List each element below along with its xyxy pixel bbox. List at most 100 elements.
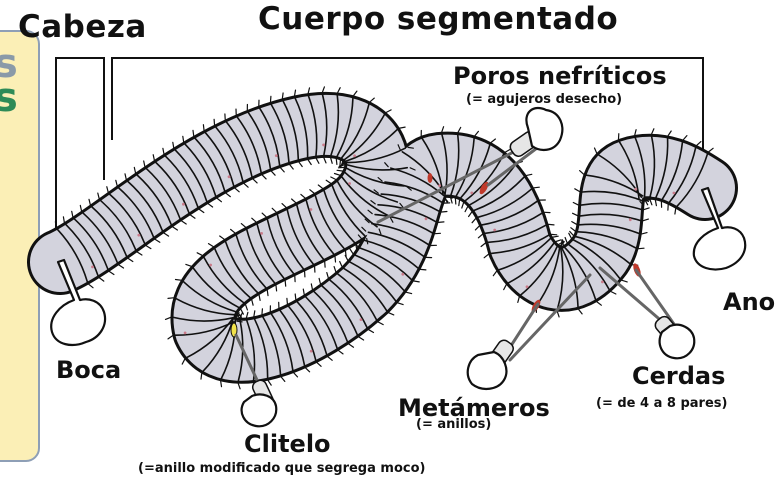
- label-cerdas-note: (= de 4 a 8 pares): [596, 396, 728, 411]
- metamere-ring: [127, 180, 164, 232]
- bristle: [309, 189, 315, 194]
- metamere-ring: [224, 240, 259, 294]
- bristle: [674, 208, 677, 215]
- metamere-ring: [202, 318, 234, 372]
- metamere-ring: [367, 231, 425, 257]
- metamere-ring: [374, 213, 433, 234]
- bristle: [369, 97, 375, 103]
- bristle: [643, 207, 650, 211]
- metamere-ring: [354, 254, 405, 292]
- bristle: [333, 172, 341, 176]
- bristle: [344, 250, 347, 258]
- clitellum-mark: [230, 322, 238, 338]
- bristle: [167, 297, 174, 299]
- bristle: [115, 179, 118, 187]
- bristle: [294, 89, 297, 97]
- metamere-ring: [91, 206, 128, 257]
- metamere-ring: [577, 231, 637, 249]
- bristle: [284, 280, 287, 287]
- metamere-ring: [270, 103, 290, 163]
- bristle: [325, 179, 332, 184]
- bristle: [708, 147, 714, 153]
- bristle: [377, 321, 384, 326]
- metamere-ring: [294, 97, 309, 158]
- bristle: [88, 198, 91, 206]
- bristle: [162, 147, 165, 155]
- metamere-ring: [390, 167, 445, 197]
- metamere-ring: [556, 248, 564, 310]
- bristle: [642, 198, 650, 202]
- bristle: [98, 277, 105, 282]
- bristle: [307, 159, 312, 166]
- metamere-ring: [186, 317, 234, 359]
- bristle: [517, 296, 520, 303]
- metamere-ring: [346, 167, 405, 187]
- metamere-ring: [676, 153, 709, 207]
- bristle: [108, 270, 115, 276]
- bristle: [143, 160, 146, 167]
- metamere-ring: [575, 235, 631, 265]
- metamere-ring: [145, 167, 181, 220]
- bristle: [266, 289, 269, 297]
- metamere-ring: [330, 94, 340, 156]
- bristle: [348, 343, 355, 348]
- metamere-ring: [498, 237, 552, 271]
- metamere-ring: [572, 239, 621, 280]
- bristle: [294, 293, 297, 300]
- metamere-ring: [307, 95, 318, 157]
- bristle: [477, 233, 483, 239]
- bristle: [62, 216, 65, 223]
- bristle: [336, 169, 343, 172]
- bristle: [225, 192, 231, 198]
- metamere-ring: [203, 256, 245, 304]
- bristle: [358, 336, 365, 341]
- bristle: [644, 199, 649, 206]
- bristle: [261, 174, 267, 180]
- metamere-ring: [564, 246, 597, 301]
- metamere-ring: [246, 228, 276, 284]
- pore-dot: [493, 228, 497, 232]
- bristle: [337, 87, 341, 94]
- bristle: [397, 302, 404, 306]
- bristle: [457, 126, 462, 133]
- bristle: [503, 284, 507, 291]
- bristle: [571, 212, 579, 217]
- bristle: [407, 146, 414, 149]
- metamere-ring: [481, 200, 538, 226]
- metamere-ring: [536, 247, 561, 305]
- metamere-ring: [321, 285, 359, 336]
- bristle: [305, 367, 311, 373]
- bristle: [316, 362, 322, 367]
- bristle: [327, 356, 333, 361]
- metamere-ring: [460, 144, 491, 199]
- pore-dot: [401, 272, 405, 276]
- metamere-ring: [487, 224, 547, 244]
- metamere-ring: [331, 185, 366, 237]
- bristle: [570, 227, 576, 232]
- metamere-ring: [371, 222, 429, 246]
- bristle: [571, 221, 578, 225]
- metamere-ring: [305, 296, 338, 349]
- hand-icon-clitelo: [240, 393, 278, 428]
- bristle: [79, 204, 83, 212]
- bristle: [251, 299, 254, 306]
- metamere-ring: [225, 121, 253, 178]
- bristle: [251, 217, 257, 223]
- hand-icon-poros: [525, 106, 564, 152]
- metamere-ring: [279, 309, 306, 367]
- pore-dot: [227, 175, 231, 179]
- bristle: [637, 247, 645, 250]
- bristle: [106, 186, 109, 193]
- metamere-ring: [346, 147, 406, 164]
- bristle: [245, 304, 248, 311]
- bristle: [136, 251, 143, 256]
- bristle: [216, 197, 222, 203]
- side-letter-2: s: [0, 75, 18, 121]
- pore-dot: [137, 233, 141, 237]
- bristle: [192, 129, 195, 137]
- bristle: [474, 225, 480, 231]
- label-cerdas: Cerdas: [632, 362, 726, 390]
- bristle: [185, 263, 192, 267]
- metamere-ring: [344, 171, 399, 203]
